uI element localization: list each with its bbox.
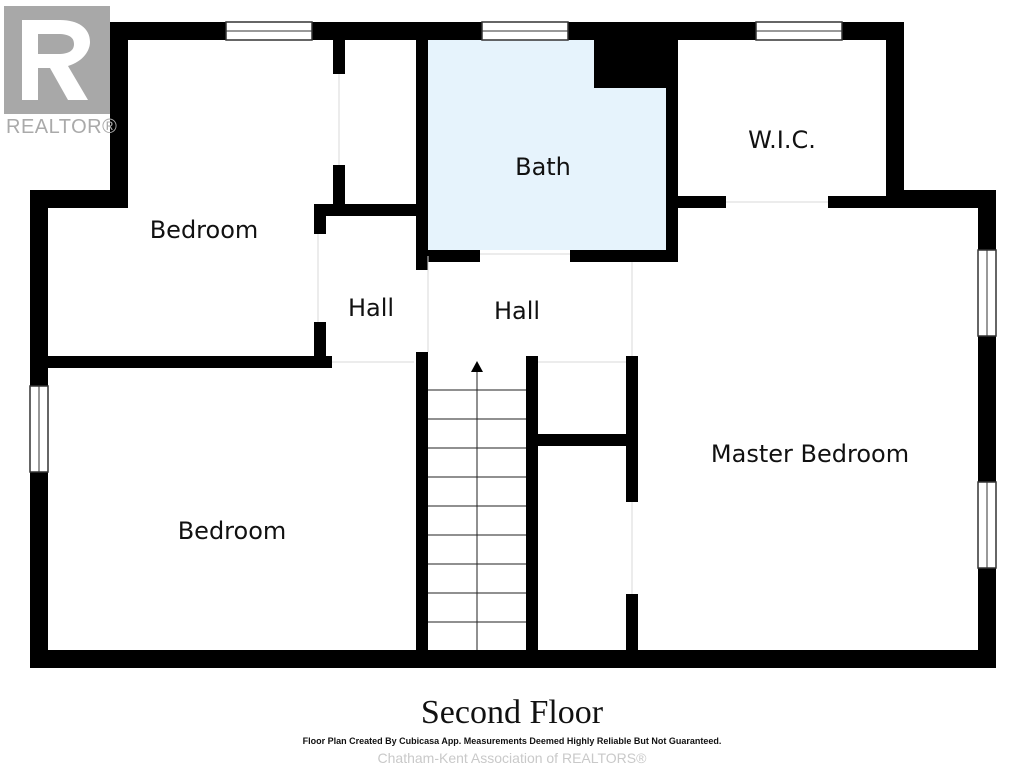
window [977, 249, 997, 337]
stairs-up-arrow-icon [471, 361, 483, 372]
floor-title: Second Floor [420, 694, 604, 731]
realtor-logo-icon [4, 6, 110, 114]
room-label-bedroom-bottom: Bedroom [177, 517, 287, 545]
floor-plan [29, 21, 997, 668]
window [977, 481, 997, 569]
room-label-master-bedroom: Master Bedroom [710, 440, 910, 468]
room-label-wic: W.I.C. [748, 126, 816, 154]
window [29, 385, 49, 473]
room-label-hall-main: Hall [493, 297, 541, 325]
windows [29, 21, 997, 569]
room-label-hall-small: Hall [347, 294, 395, 322]
realtor-logo-text: REALTOR® [6, 116, 118, 138]
copyright-text: Chatham-Kent Association of REALTORS® [377, 750, 647, 766]
staircase [428, 370, 526, 650]
room-label-bath: Bath [515, 153, 571, 181]
room-label-bedroom-top: Bedroom [149, 216, 259, 244]
window [755, 21, 843, 41]
window [481, 21, 569, 41]
window [225, 21, 313, 41]
bath-fill [428, 40, 666, 250]
door-openings [317, 74, 828, 594]
disclaimer-text: Floor Plan Created By Cubicasa App. Meas… [302, 736, 722, 746]
